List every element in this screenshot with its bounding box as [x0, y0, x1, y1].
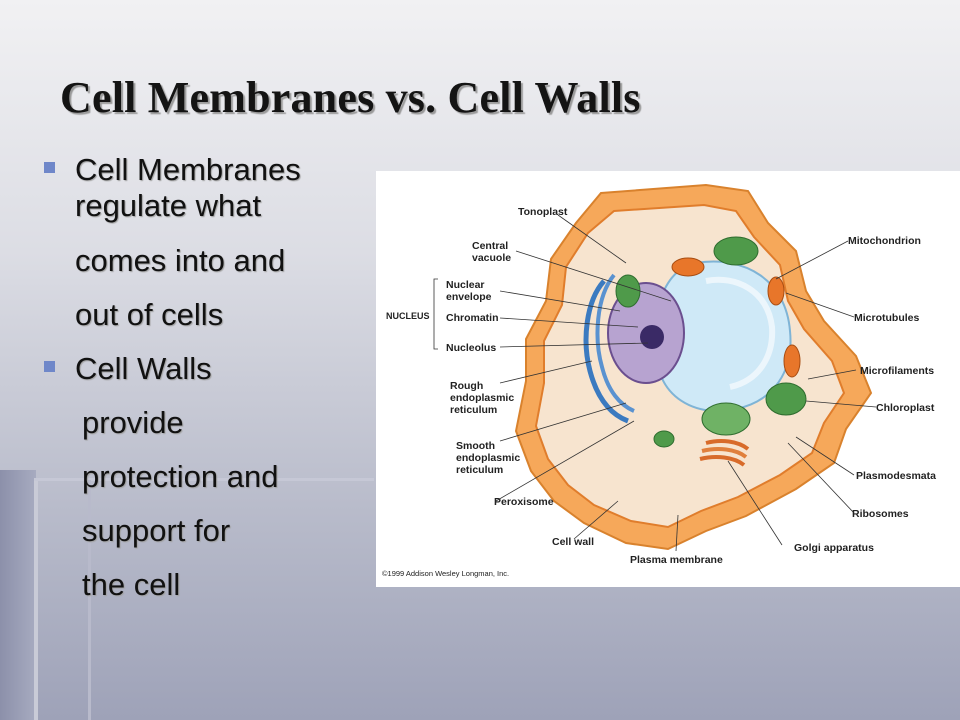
label-chromatin: Chromatin	[446, 312, 499, 324]
bullet-item-membranes: Cell Membranes	[44, 152, 374, 188]
decorative-line-vertical	[88, 480, 91, 720]
label-central-vacuole: vacuole	[472, 252, 511, 264]
label-central-vacuole: Central	[472, 240, 508, 252]
label-smooth-er: endoplasmic	[456, 452, 520, 464]
bullet-text: Cell Walls	[75, 351, 212, 386]
label-nuclear-envelope: Nuclear	[446, 279, 485, 291]
label-rough-er: reticulum	[450, 404, 497, 416]
label-smooth-er: reticulum	[456, 464, 503, 476]
bullet-square-icon	[44, 162, 55, 174]
label-rough-er: Rough	[450, 380, 483, 392]
label-mitochondrion: Mitochondrion	[848, 235, 921, 247]
decorative-line	[34, 478, 374, 481]
label-microtubules: Microtubules	[854, 312, 919, 324]
label-golgi-apparatus: Golgi apparatus	[794, 542, 874, 554]
label-plasma-membrane: Plasma membrane	[630, 554, 723, 566]
bullet-continuation: protection and	[82, 459, 279, 494]
bullet-item-walls: Cell Walls	[44, 342, 374, 396]
label-rough-er: endoplasmic	[450, 392, 514, 404]
label-nucleolus: Nucleolus	[446, 342, 496, 354]
label-smooth-er: Smooth	[456, 440, 495, 452]
label-ribosomes: Ribosomes	[852, 508, 909, 520]
copyright-notice: ©1999 Addison Wesley Longman, Inc.	[382, 569, 509, 578]
decorative-bar	[0, 470, 36, 720]
label-nuclear-envelope: envelope	[446, 291, 492, 303]
bullet-continuation: out of cells	[75, 297, 224, 332]
label-nucleus: NUCLEUS	[386, 311, 430, 321]
bullet-square-icon	[44, 361, 55, 373]
bullet-list: Cell Membranes regulate what comes into …	[44, 152, 374, 612]
label-plasmodesmata: Plasmodesmata	[856, 470, 936, 482]
label-chloroplast: Chloroplast	[876, 402, 935, 414]
decorative-bar-edge	[34, 480, 38, 720]
label-peroxisome: Peroxisome	[494, 496, 554, 508]
bullet-continuation: regulate what	[75, 188, 262, 223]
slide-title: Cell Membranes vs. Cell Walls	[60, 73, 641, 122]
label-microfilaments: Microfilaments	[860, 365, 934, 377]
bullet-continuation: comes into and	[75, 243, 286, 278]
plant-cell-diagram: Tonoplast Central vacuole NUCLEUS Nuclea…	[376, 171, 960, 587]
bullet-continuation: the cell	[82, 567, 181, 602]
bullet-text: Cell Membranes	[75, 152, 301, 187]
plant-cell-illustration: Tonoplast Central vacuole NUCLEUS Nuclea…	[382, 183, 936, 578]
label-cell-wall: Cell wall	[552, 536, 594, 548]
bullet-continuation: support for	[82, 513, 231, 548]
label-tonoplast: Tonoplast	[518, 206, 568, 218]
bullet-continuation: provide	[82, 405, 184, 440]
